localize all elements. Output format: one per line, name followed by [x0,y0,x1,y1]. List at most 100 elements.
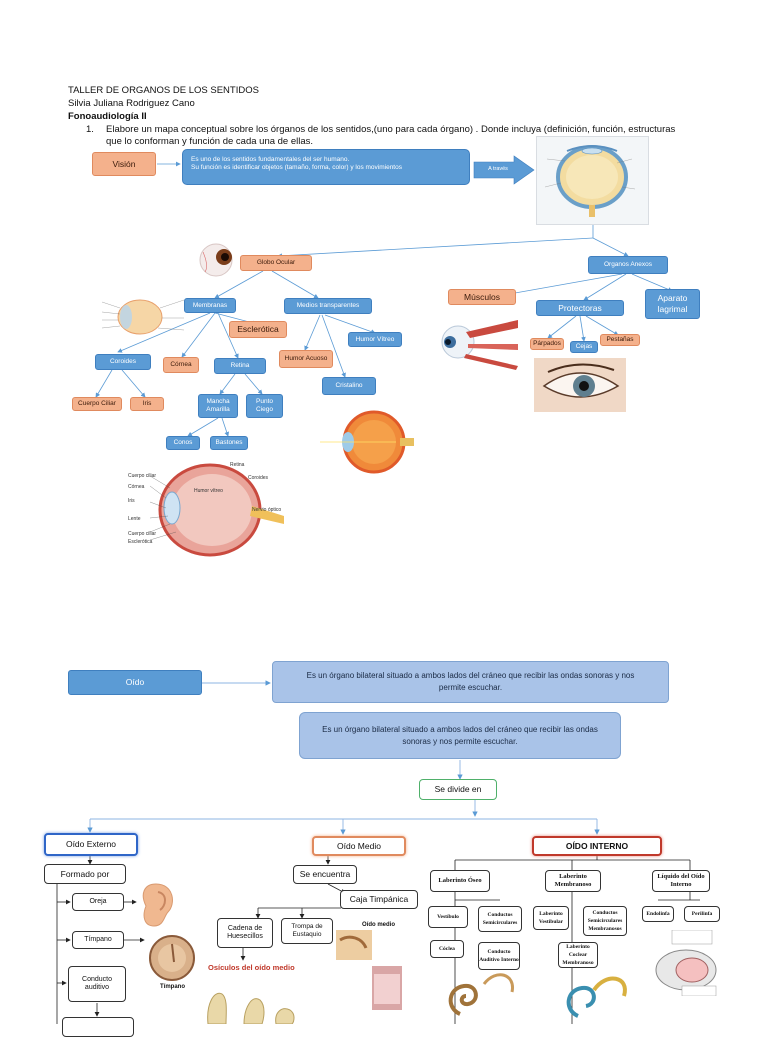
oido-definition-line-1: Es un órgano bilateral situado a ambos l… [306,671,635,680]
trompa-line-1: Trompa de [291,923,323,930]
label-coroides: Coroides [248,475,269,481]
author-name: Silvia Juliana Rodriguez Cano [68,98,195,109]
coclea-box: Cóclea [430,940,464,958]
label-humor-vitreo: Humor vítreo [194,488,223,494]
pestanas-box: Pestañas [600,334,640,346]
cadena-huesecillos-box: Cadena de Huesecillos [217,918,273,948]
bastones-box: Bastones [210,436,248,450]
eye-anatomy-diagram [536,136,649,225]
oido-definition-line-2: permite escuchar. [438,683,503,692]
endolinfa-box: Endolinfa [642,906,674,922]
medios-transparentes-box: Medios transparentes [284,298,372,314]
perilinfa-box: Perilinfa [684,906,720,922]
conducto-auditivo-line-1: Conducto [82,976,112,983]
vision-title-box: Visión [92,152,156,176]
oido-title-box: Oído [68,670,202,695]
organos-anexos-box: Organos Anexos [588,256,668,274]
cuerpo-ciliar-box: Cuerpo Ciliar [72,397,122,411]
membranous-labyrinth-image [558,966,638,1024]
label-retina: Retina [230,462,245,468]
musculos-box: Músculos [448,289,516,305]
conos-box: Conos [166,436,200,450]
oido-definition-box: Es un órgano bilateral situado a ambos l… [272,661,669,703]
next-box [62,1017,134,1037]
iris-box: Iris [130,397,164,411]
oido-definition-box-2: Es un órgano bilateral situado a ambos l… [299,712,621,759]
coroides-box: Coroides [95,354,151,370]
label-cuerpo-ciliar-2: Cuerpo ciliar [128,531,157,537]
caja-timpanica-box: Caja Timpánica [340,890,418,909]
globo-ocular-box: Globo Ocular [240,255,312,271]
laberinto-vestibular-box: Laberinto Vestibular [533,906,569,930]
parpados-box: Párpados [530,338,564,350]
inner-ear-fluid-image [652,930,724,996]
label-nervio-optico: Nervio óptico [252,507,282,513]
punto-ciego-box: Punto Ciego [246,394,283,418]
tympanum-image [148,934,196,982]
trompa-line-2: Eustaquio [292,931,322,938]
laberinto-oseo-box: Laberinto Óseo [430,870,490,892]
esclerotica-box: Esclerótica [229,321,287,338]
ossicles-image [204,974,300,1024]
osiculos-label: Osículos del oído medio [208,963,295,972]
laberinto-membranoso-box: Laberinto Membranoso [545,870,601,892]
cadena-line-1: Cadena de [227,925,263,932]
se-divide-en-box: Se divide en [419,779,497,800]
conducto-auditivo-line-2: auditivo [84,984,110,991]
trompa-eustaquio-box: Trompa de Eustaquio [281,918,333,944]
eye-lens-diagram [316,402,424,480]
label-cuerpo-ciliar: Cuerpo ciliar [128,473,157,479]
task-line-2: que lo conforman y función de cada una d… [106,136,314,147]
label-lente: Lente [128,516,141,522]
cochlea-image [440,964,524,1024]
timpano-image-label: Tímpano [160,984,185,990]
oido-definition2-line-1: Es un órgano bilateral situado a ambos l… [322,724,598,734]
mancha-amarilla-box: Mancha Amarilla [198,394,238,418]
conductos-semicirculares-membranosos-box: Conductos Semicirculares Membranosos [583,906,627,936]
cadena-line-2: Huesecillos [227,933,263,940]
vision-definition-box: Es uno de los sentidos fundamentales del… [182,149,470,185]
oreja-box: Oreja [72,893,124,911]
vision-definition-line-2: Su función es identificar objetos (tamañ… [191,164,402,171]
liquidos-box: Líquido del Oído Interno [652,870,710,892]
cristalino-box: Cristalino [322,377,376,395]
label-cornea: Córnea [128,484,145,490]
eye-muscles-image [436,310,520,372]
ear-image [136,882,176,928]
cejas-box: Cejas [570,341,598,353]
se-encuentra-box: Se encuentra [293,865,357,884]
retina-box: Retina [214,358,266,374]
laberinto-coclear-box: Laberinto Coclear Membranoso [558,942,598,968]
course-name: Fonoaudiología II [68,111,147,122]
cornea-box: Córnea [163,357,199,373]
oido-medio-box: Oído Medio [312,836,406,856]
vision-definition-line-1: Es uno de los sentidos fundamentales del… [191,156,350,163]
aparato-lagrimal-box: Aparato lagrimal [645,289,700,319]
oido-definition2-line-2: sonoras y nos permite escuchar. [402,736,518,746]
timpano-box: Tímpano [72,931,124,949]
a-traves-label: A través [488,166,508,172]
middle-ear-image [336,930,428,1024]
protectoras-box: Protectoras [536,300,624,316]
membranas-box: Membranas [184,298,236,313]
conducto-auditivo-box: Conducto auditivo [68,966,126,1002]
oido-medio-image-label: Oído medio [362,922,395,928]
conducto-auditivo-interno-box: Conducto Auditivo Interno [478,942,520,970]
eye-photo [534,358,626,412]
label-iris: Iris [128,498,135,504]
vestibulo-box: Vestíbulo [428,906,468,928]
conductos-semicirculares-box: Conductos Semicirculares [478,906,522,932]
eyeball-image [197,242,237,278]
formado-por-box: Formado por [44,864,126,884]
label-esclerotica: Esclerótica [128,539,153,545]
task-line-1: Elabore un mapa conceptual sobre los órg… [106,124,676,135]
humor-vitreo-box: Humor Vítreo [348,332,402,347]
oido-interno-box: OÍDO INTERNO [532,836,662,856]
task-number: 1. [86,124,94,135]
oido-externo-box: Oído Externo [44,833,138,856]
humor-acuoso-box: Humor Acuoso [279,350,333,368]
eye-section-diagram [126,458,286,568]
